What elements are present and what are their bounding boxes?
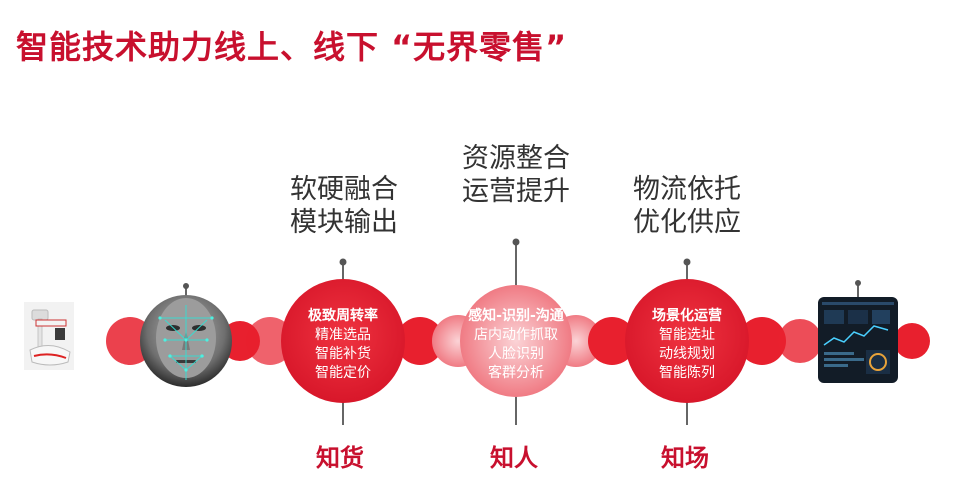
circle-title: 极致周转率 — [308, 308, 378, 324]
headline-line: 运营提升 — [462, 176, 570, 207]
circle-text-zhihuo: 极致周转率 精准选品 智能补货 智能定价 — [268, 307, 418, 383]
circle-item: 人脸识别 — [488, 346, 544, 362]
circle-item: 智能定价 — [315, 365, 371, 381]
dashboard-screen-image — [818, 297, 898, 383]
chain-circle — [246, 317, 294, 365]
circle-item: 客群分析 — [488, 365, 544, 381]
circle-text-zhiren: 感知-识别-沟通 店内动作抓取 人脸识别 客群分析 — [441, 307, 591, 383]
robot-image — [24, 302, 74, 370]
circle-zhiren — [460, 285, 572, 397]
circle-text-zhichang: 场景化运营 智能选址 动线规划 智能陈列 — [612, 307, 762, 383]
circle-title: 感知-识别-沟通 — [468, 308, 564, 324]
headline-line: 物流依托 — [633, 174, 741, 205]
headline-line: 软硬融合 — [290, 174, 398, 205]
label-zhihuo: 知货 — [316, 444, 364, 472]
chain-circle — [588, 317, 636, 365]
headline-line: 模块输出 — [290, 207, 398, 238]
headline-line: 优化供应 — [633, 207, 741, 238]
circle-item: 动线规划 — [659, 346, 715, 362]
circle-item: 智能陈列 — [659, 365, 715, 381]
headline-line: 资源整合 — [462, 143, 570, 174]
label-zhichang: 知场 — [661, 444, 709, 472]
label-zhiren: 知人 — [490, 444, 538, 472]
circle-item: 智能选址 — [659, 327, 715, 343]
circle-item: 精准选品 — [315, 327, 371, 343]
headline-zhichang: 物流依托 优化供应 — [633, 173, 741, 239]
chain-circle — [894, 323, 930, 359]
chain-circle — [738, 317, 786, 365]
chain-circle — [778, 319, 822, 363]
circle-title: 场景化运营 — [652, 308, 722, 324]
face-recognition-image — [140, 295, 232, 387]
connector-dots — [183, 238, 861, 289]
page-title: 智能技术助力线上、线下 “无界零售” — [16, 28, 568, 66]
headline-zhiren: 资源整合 运营提升 — [462, 142, 570, 208]
chain-circle — [396, 317, 444, 365]
circle-item: 智能补货 — [315, 346, 371, 362]
circle-item: 店内动作抓取 — [474, 327, 558, 343]
circle-zhichang — [625, 279, 749, 403]
headline-zhihuo: 软硬融合 模块输出 — [290, 173, 398, 239]
circle-zhihuo — [281, 279, 405, 403]
